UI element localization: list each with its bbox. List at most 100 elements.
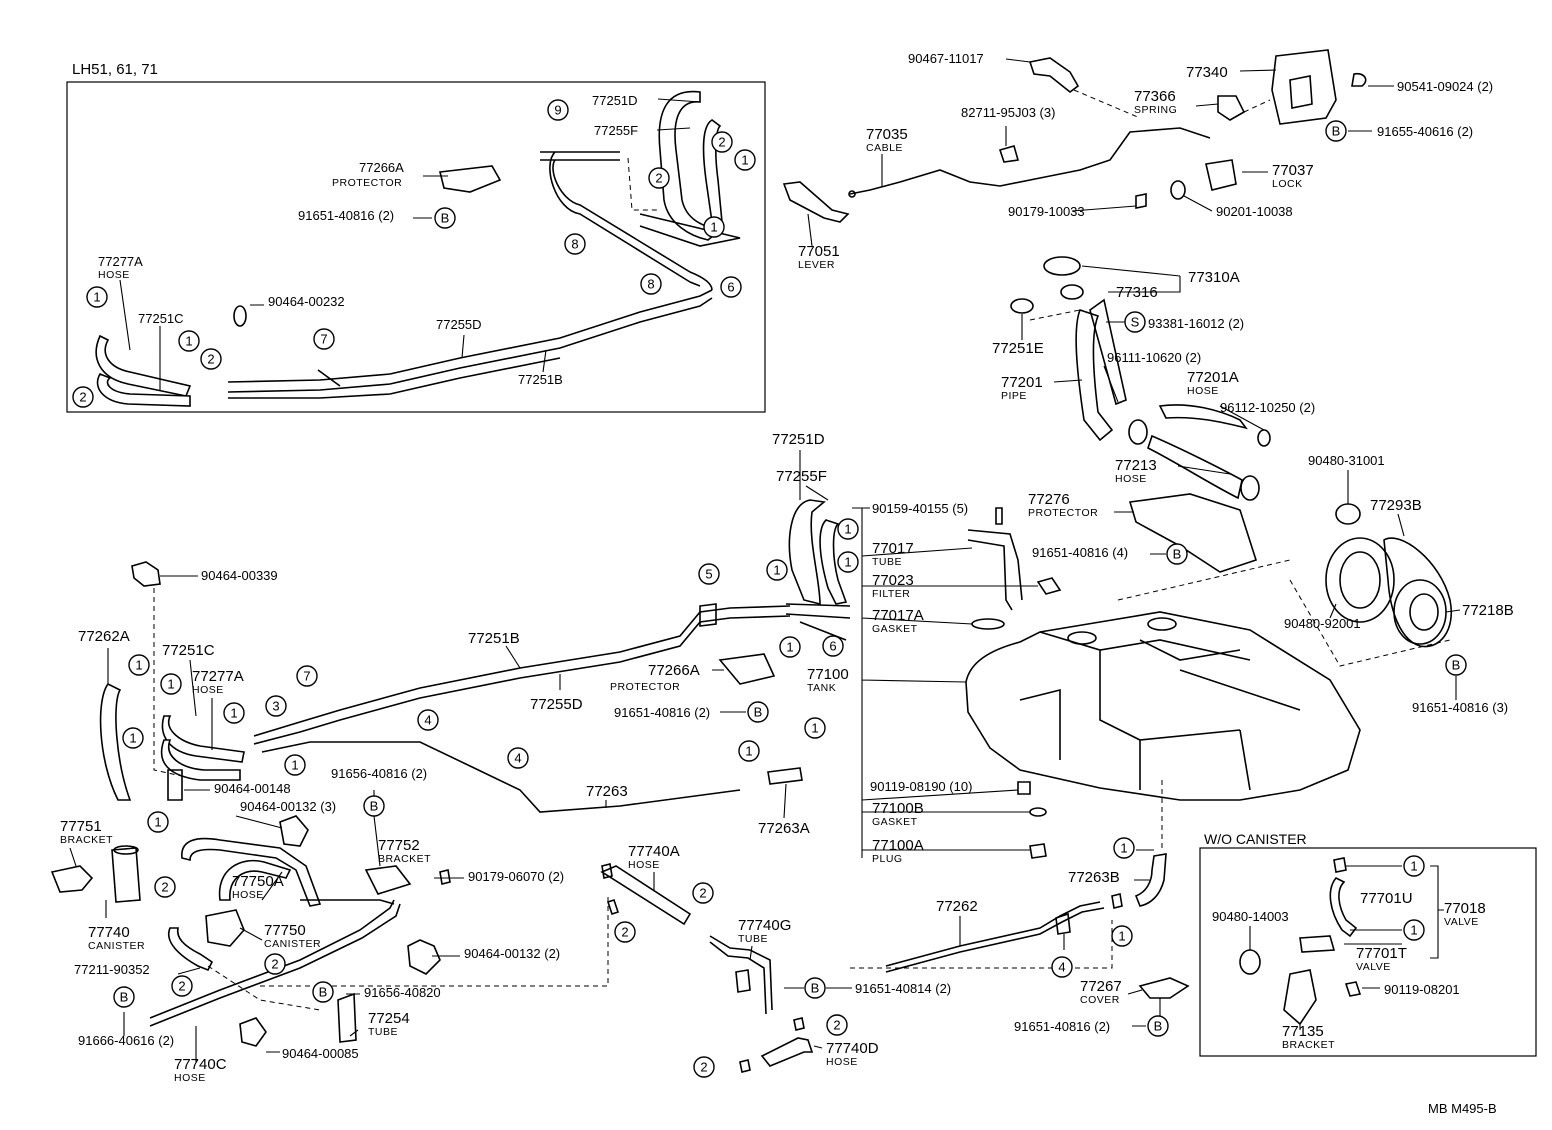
label-90480-14003: 90480-14003 xyxy=(1212,909,1289,924)
label-77100b: 77100B xyxy=(872,800,924,817)
label-hose-77213: HOSE xyxy=(1115,473,1147,485)
bolt-90179-10033 xyxy=(1135,193,1147,209)
inset-pipe-77251b xyxy=(228,357,561,399)
inset-bracket-6 xyxy=(639,213,741,247)
svg-text:2: 2 xyxy=(718,135,725,150)
svg-text:6: 6 xyxy=(829,639,836,654)
label-91651-40814: 91651-40814 (2) xyxy=(855,981,951,996)
label-77276: 77276 xyxy=(1028,491,1070,508)
label-hose-77277a: HOSE xyxy=(192,684,224,696)
label-77213: 77213 xyxy=(1115,457,1157,474)
svg-text:8: 8 xyxy=(647,277,654,292)
svg-text:1: 1 xyxy=(185,334,192,349)
bottom-center-callouts: 2 2 B 2 2 xyxy=(614,882,848,1078)
hose-77740d xyxy=(760,1037,814,1067)
cushion-90541 xyxy=(1351,72,1367,87)
hose-77262a xyxy=(99,682,132,801)
svg-text:B: B xyxy=(811,981,820,996)
label-hose-77740d: HOSE xyxy=(826,1056,858,1068)
inset-hose-77277a xyxy=(95,334,192,397)
lock-bracket-90467 xyxy=(1028,57,1080,94)
label-96111-10620: 96111-10620 (2) xyxy=(1107,350,1201,365)
svg-text:2: 2 xyxy=(271,957,278,972)
protector-77276 xyxy=(1128,493,1258,573)
wo-canister-box xyxy=(1199,847,1537,1057)
bracket-77751 xyxy=(50,865,94,893)
hose-77750a-upper xyxy=(181,837,322,907)
pipe-77201 xyxy=(1075,309,1114,442)
tube-77740g-bracket xyxy=(735,969,751,993)
label-77017: 77017 xyxy=(872,540,914,557)
pipe-bracket-77201 xyxy=(1089,298,1127,406)
label-77340: 77340 xyxy=(1186,64,1228,81)
plate-leaders xyxy=(1329,470,1461,700)
grommet-90480-31001 xyxy=(1335,503,1361,525)
hose-77201a xyxy=(1158,404,1248,430)
lever-77051 xyxy=(782,181,850,223)
screw-90119-08201 xyxy=(1344,981,1362,997)
label-lock: LOCK xyxy=(1272,178,1303,190)
svg-text:1: 1 xyxy=(167,677,174,692)
lock-77037 xyxy=(1205,159,1237,191)
label-77135: 77135 xyxy=(1282,1023,1324,1040)
label-tube-77254: TUBE xyxy=(368,1026,398,1038)
clip-77740a-2 xyxy=(606,898,620,916)
label-77277a: 77277A xyxy=(192,668,244,685)
label-lever: LEVER xyxy=(798,259,835,271)
tank-dashed-outline xyxy=(1117,559,1451,667)
inset-label-77251b: 77251B xyxy=(518,372,563,387)
protector-77266a xyxy=(718,653,776,685)
label-hose-77740c: HOSE xyxy=(174,1072,206,1084)
svg-text:9: 9 xyxy=(554,103,561,118)
tank-sender-opening xyxy=(1147,617,1177,631)
svg-text:1: 1 xyxy=(1410,923,1417,938)
label-hose-77740a: HOSE xyxy=(628,859,660,871)
svg-text:2: 2 xyxy=(178,979,185,994)
label-90201-10038: 90201-10038 xyxy=(1216,204,1293,219)
tube-77017 xyxy=(967,529,1023,611)
label-77254: 77254 xyxy=(368,1010,410,1027)
inset-leaders xyxy=(119,98,701,390)
label-77293b: 77293B xyxy=(1370,497,1422,514)
label-90159-40155: 90159-40155 (5) xyxy=(872,501,968,516)
label-90464-00339: 90464-00339 xyxy=(201,568,278,583)
hose-77255f xyxy=(819,519,848,605)
main-line-leaders xyxy=(505,645,787,819)
svg-text:3: 3 xyxy=(272,699,279,714)
label-canister-77750: CANISTER xyxy=(264,938,321,950)
hose-77263a xyxy=(767,767,803,785)
canister-77750 xyxy=(205,909,245,947)
clip-77740d-2 xyxy=(793,1017,805,1031)
label-90464-00132-2: 90464-00132 (2) xyxy=(464,946,560,961)
inset-callouts: 9 2 1 2 B 1 8 8 6 1 7 1 2 2 xyxy=(72,99,756,408)
canister-77740-top xyxy=(113,845,139,855)
svg-text:1: 1 xyxy=(741,153,748,168)
label-77211-90352: 77211-90352 xyxy=(74,962,150,977)
label-protector-77276: PROTECTOR xyxy=(1028,507,1098,519)
svg-text:1: 1 xyxy=(230,706,237,721)
label-77251d: 77251D xyxy=(772,431,825,448)
hose-77740c xyxy=(149,899,401,1027)
plug-77100a xyxy=(1029,843,1047,859)
svg-text:B: B xyxy=(1173,547,1182,562)
pipe-ends-6 xyxy=(785,603,851,641)
label-77740: 77740 xyxy=(88,924,130,941)
clamp-96112-lower xyxy=(1240,475,1260,501)
label-77750: 77750 xyxy=(264,922,306,939)
svg-text:B: B xyxy=(319,985,328,1000)
svg-text:1: 1 xyxy=(811,721,818,736)
svg-text:B: B xyxy=(754,705,763,720)
label-77740c: 77740C xyxy=(174,1056,227,1073)
pipe-77251b-77255d xyxy=(253,605,791,745)
label-91651-40816-4: 91651-40816 (4) xyxy=(1032,545,1128,560)
clamp-96112 xyxy=(1257,429,1271,447)
label-77740a: 77740A xyxy=(628,843,680,860)
label-91655-40616: 91655-40616 (2) xyxy=(1377,124,1473,139)
bottom-right-callouts: 1 1 4 B xyxy=(1051,837,1169,1037)
sender-bracket-leaders xyxy=(852,507,1038,858)
label-90179-06070: 90179-06070 (2) xyxy=(468,869,564,884)
label-90179-10033: 90179-10033 xyxy=(1008,204,1085,219)
svg-text:1: 1 xyxy=(1118,929,1125,944)
svg-text:4: 4 xyxy=(424,713,431,728)
